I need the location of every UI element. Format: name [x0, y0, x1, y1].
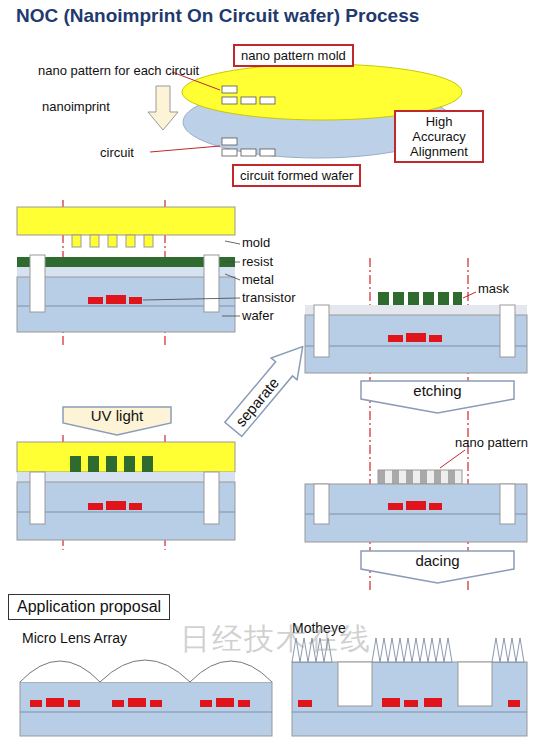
motheye-spike	[436, 638, 444, 662]
node-text: UV light	[91, 407, 144, 424]
motheye-spike	[508, 638, 516, 662]
layer-label: mold	[242, 236, 270, 251]
motheye-spike	[500, 638, 508, 662]
layer-label: wafer	[242, 309, 274, 324]
block-arrow: etching	[360, 380, 515, 414]
callout-label: mask	[478, 282, 509, 297]
section-box: Application proposal	[8, 594, 170, 620]
callout-label: circuit	[100, 146, 134, 161]
motheye-spike	[412, 638, 420, 662]
watermark: 日经技术在线	[180, 622, 372, 657]
node-text: separate	[231, 374, 282, 430]
label-box: circuit formed wafer	[232, 164, 361, 187]
callout-label: nano pattern	[455, 436, 528, 451]
motheye-spike	[372, 638, 380, 662]
motheye-spike	[492, 638, 500, 662]
node-text: dacing	[415, 551, 459, 570]
node-text: High Accuracy Alignment	[402, 114, 476, 159]
application-label: Micro Lens Array	[22, 630, 127, 646]
block-arrow: UV light	[62, 406, 172, 436]
label-box: nano pattern mold	[233, 44, 354, 67]
block-arrow: separate	[219, 334, 317, 441]
node-text: circuit formed wafer	[240, 168, 353, 183]
block-arrow: dacing	[360, 550, 515, 584]
motheye-spike	[444, 638, 452, 662]
motheye-spike	[404, 638, 412, 662]
callout-label: nano pattern for each circuit	[38, 64, 199, 79]
motheye-spike	[516, 638, 524, 662]
motheye-spike	[396, 638, 404, 662]
process-label: nanoimprint	[42, 100, 110, 115]
motheye-spike	[428, 638, 436, 662]
motheye-spike	[420, 638, 428, 662]
node-text: nano pattern mold	[241, 48, 346, 63]
label-box: High Accuracy Alignment	[394, 110, 484, 163]
diagram-title: NOC (Nanoimprint On Circuit wafer) Proce…	[16, 5, 419, 27]
layer-label: transistor	[242, 291, 295, 306]
layer-label: metal	[242, 273, 274, 288]
motheye-spike	[380, 638, 388, 662]
node-text: etching	[413, 381, 461, 400]
node-text: Application proposal	[17, 598, 161, 616]
motheye-spike	[388, 638, 396, 662]
layer-label: resist	[242, 255, 273, 270]
